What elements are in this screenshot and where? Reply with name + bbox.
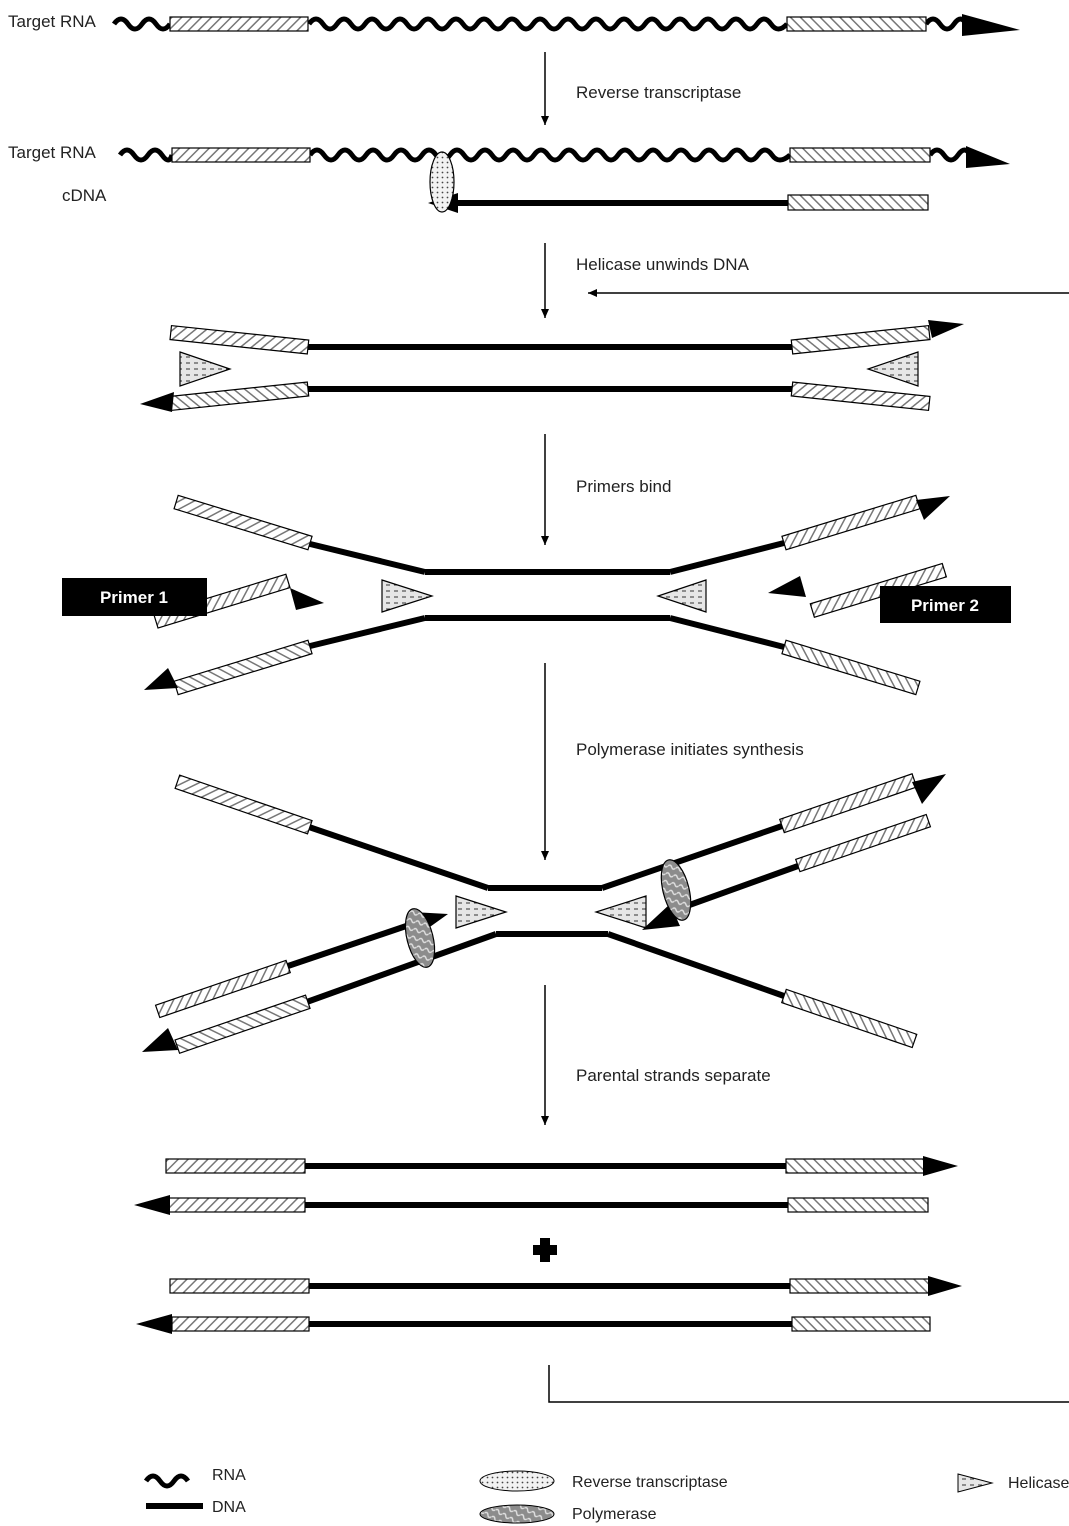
primer-2-label-box [880, 586, 1011, 623]
recycle-line-bottom [548, 1365, 1069, 1403]
row4-upper-right-arrowhead [916, 496, 950, 520]
legend-rna-icon [143, 1473, 191, 1489]
row4-lower-right-segment [781, 639, 921, 696]
row5-lower-left-arm [302, 931, 498, 1006]
row4-helicase-left [381, 579, 434, 613]
row5-lower-left-segment [174, 994, 311, 1055]
row3-upper-right-arrowhead [928, 320, 964, 338]
legend-reverse-transcriptase-label: Reverse transcriptase [572, 1474, 728, 1491]
row5-lower-right-arm [607, 931, 785, 999]
rna2-primer-segment [789, 147, 931, 163]
plus-sign [533, 1238, 557, 1262]
label-cdna: cDNA [62, 186, 107, 205]
product1-upper-right-segment [785, 1158, 926, 1174]
row3-helicase-right [866, 351, 919, 387]
polymerase-enzyme-right [660, 859, 692, 921]
step-label-helicase-unwinds: Helicase unwinds DNA [576, 255, 750, 274]
row3-lower-left-arrowhead [140, 392, 174, 412]
product1-lower-right-segment [787, 1197, 929, 1213]
product2-upper-left-segment [169, 1278, 310, 1294]
row4-lower-right-arm [669, 615, 785, 650]
legend-rna-label: RNA [212, 1467, 246, 1484]
row3-upper-left-segment [169, 324, 310, 355]
row4-lower-left-arrowhead [144, 668, 178, 690]
product2-lower-arrowhead [136, 1314, 172, 1334]
label-target-rna-1: Target RNA [8, 12, 97, 31]
row5-upper-left-segment [174, 774, 313, 835]
row3-upper-right-segment [790, 324, 931, 355]
row5-upper-right-segment [778, 773, 918, 834]
legend-polymerase-label: Polymerase [572, 1506, 657, 1523]
rna2-promoter-segment [171, 147, 311, 163]
row3-lower-left-segment [169, 381, 310, 412]
rna-promoter-segment [169, 16, 309, 32]
step-label-polymerase-initiates: Polymerase initiates synthesis [576, 740, 804, 759]
row5-upper-right-arrowhead [912, 774, 946, 804]
rna-strand-2-arrowhead [966, 146, 1010, 168]
row5-helicase-left [455, 895, 508, 929]
rna-strand-1-arrowhead [962, 14, 1020, 36]
row5-upper-right-arm [601, 823, 783, 891]
product1-upper-left-segment [165, 1158, 306, 1174]
legend-reverse-transcriptase-icon [479, 1470, 555, 1492]
product2-lower-left-segment [171, 1316, 310, 1332]
product2-upper-arrowhead [928, 1276, 962, 1296]
rna-strand-1 [111, 16, 969, 32]
cdna-primer-segment [787, 194, 929, 211]
row3-lower-right-segment [790, 381, 931, 412]
step-label-reverse-transcriptase: Reverse transcriptase [576, 83, 741, 102]
product2-upper-right-segment [789, 1278, 930, 1294]
product1-upper-arrowhead [923, 1156, 958, 1176]
legend-helicase-icon [957, 1473, 994, 1493]
product1-lower-left-segment [167, 1197, 306, 1213]
row5-upper-left-arm [305, 823, 489, 891]
row4-upper-left-arm [305, 540, 426, 575]
label-target-rna-2: Target RNA [8, 143, 97, 162]
product2-lower-right-segment [791, 1316, 931, 1332]
row4-upper-left-segment [173, 494, 313, 551]
row5-helicase-right [594, 895, 647, 929]
legend-dna-label: DNA [212, 1499, 246, 1516]
row5-lower-left-arrowhead [142, 1028, 178, 1052]
primer-1-label-box [62, 578, 207, 616]
legend-polymerase-icon [479, 1504, 555, 1524]
row4-lower-left-arm [305, 615, 426, 650]
step-label-primers-bind: Primers bind [576, 477, 671, 496]
row4-lower-left-segment [173, 639, 313, 696]
primer-1-label: Primer 1 [100, 588, 168, 607]
row5-lower-right-segment [780, 988, 918, 1049]
row4-helicase-right [656, 579, 707, 613]
row4-upper-right-arm [669, 540, 785, 575]
reverse-transcriptase-enzyme [429, 151, 455, 213]
primer-1-arrowhead [290, 588, 324, 610]
primer-2-arrowhead [768, 576, 806, 597]
legend-helicase-label: Helicase [1008, 1475, 1069, 1492]
polymerase-enzyme-left [404, 908, 436, 968]
row5-new-strand-right [668, 863, 800, 915]
row5-right-primer-extended [794, 813, 932, 873]
row5-new-strand-left [287, 919, 419, 969]
primer-2-label: Primer 2 [911, 596, 979, 615]
rna-primer-segment [786, 16, 927, 32]
row3-helicase-left [179, 351, 232, 387]
row5-left-primer-extended [154, 959, 292, 1019]
step-label-strands-separate: Parental strands separate [576, 1066, 771, 1085]
row4-upper-right-segment [781, 494, 921, 551]
product1-lower-arrowhead [134, 1195, 170, 1215]
rna-strand-2 [117, 147, 973, 163]
